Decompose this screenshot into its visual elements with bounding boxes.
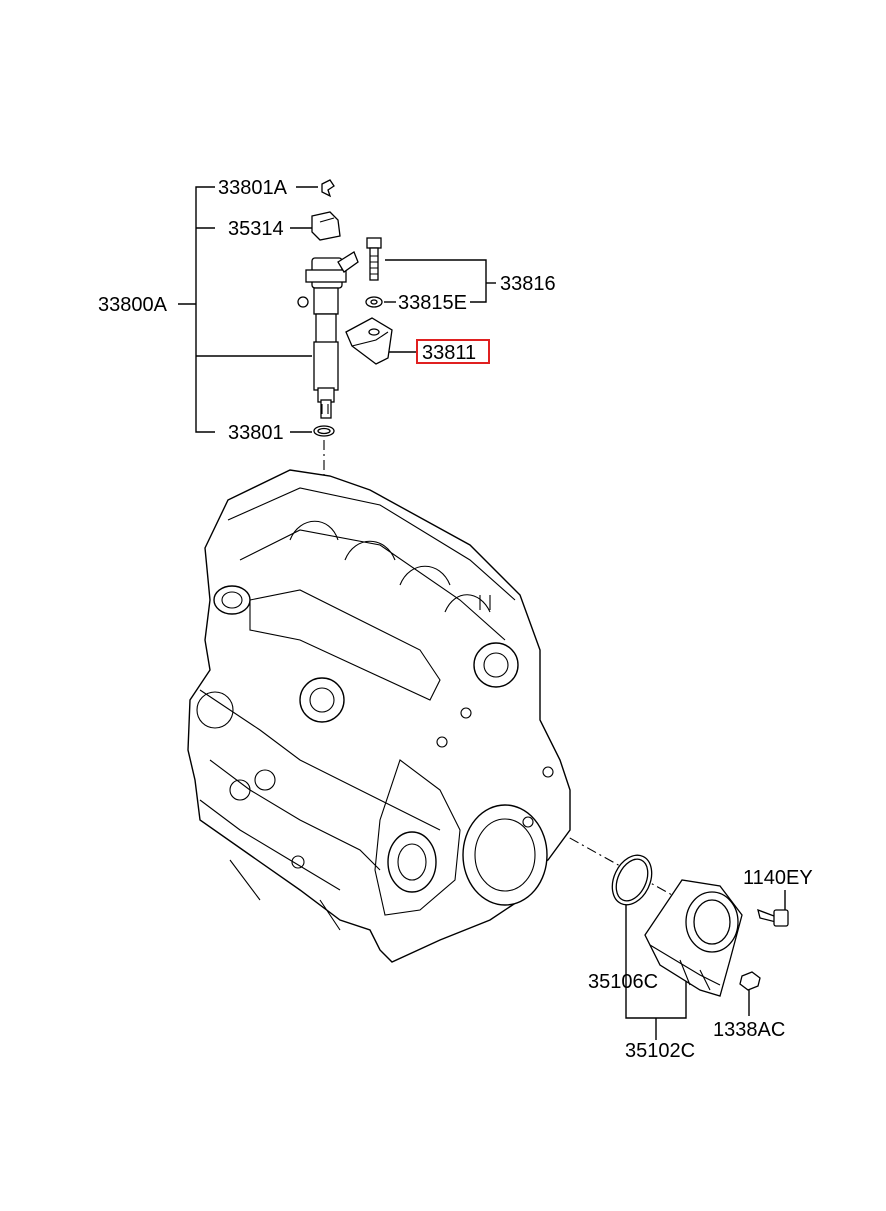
label-35106C[interactable]: 35106C xyxy=(588,971,658,993)
label-33801[interactable]: 33801 xyxy=(228,422,284,444)
washer xyxy=(365,296,383,308)
label-35102C[interactable]: 35102C xyxy=(625,1040,695,1062)
label-33816[interactable]: 33816 xyxy=(500,273,556,295)
injector-clip xyxy=(321,179,335,198)
part-labels: 33801A 35314 33800A 33816 33815E 33811 3… xyxy=(98,177,813,1062)
label-1338AC[interactable]: 1338AC xyxy=(713,1019,785,1041)
label-35314[interactable]: 35314 xyxy=(228,218,284,240)
label-33811[interactable]: 33811 xyxy=(422,342,476,364)
fuel-injector xyxy=(297,251,359,419)
label-33801A[interactable]: 33801A xyxy=(218,177,288,199)
label-1140EY[interactable]: 1140EY xyxy=(743,867,813,889)
injector-clamp xyxy=(345,317,393,365)
hex-bolt xyxy=(739,971,761,991)
throttle-body xyxy=(644,879,743,997)
highlight-box xyxy=(416,339,490,364)
label-33800A[interactable]: 33800A xyxy=(98,294,168,316)
injector-sleeve xyxy=(311,211,341,241)
label-33815E[interactable]: 33815E xyxy=(398,292,467,314)
clamp-bolt xyxy=(366,237,382,281)
flange-bolt xyxy=(757,908,789,927)
o-ring xyxy=(313,425,335,437)
engine-block xyxy=(187,469,571,963)
o-ring-large xyxy=(611,854,653,906)
